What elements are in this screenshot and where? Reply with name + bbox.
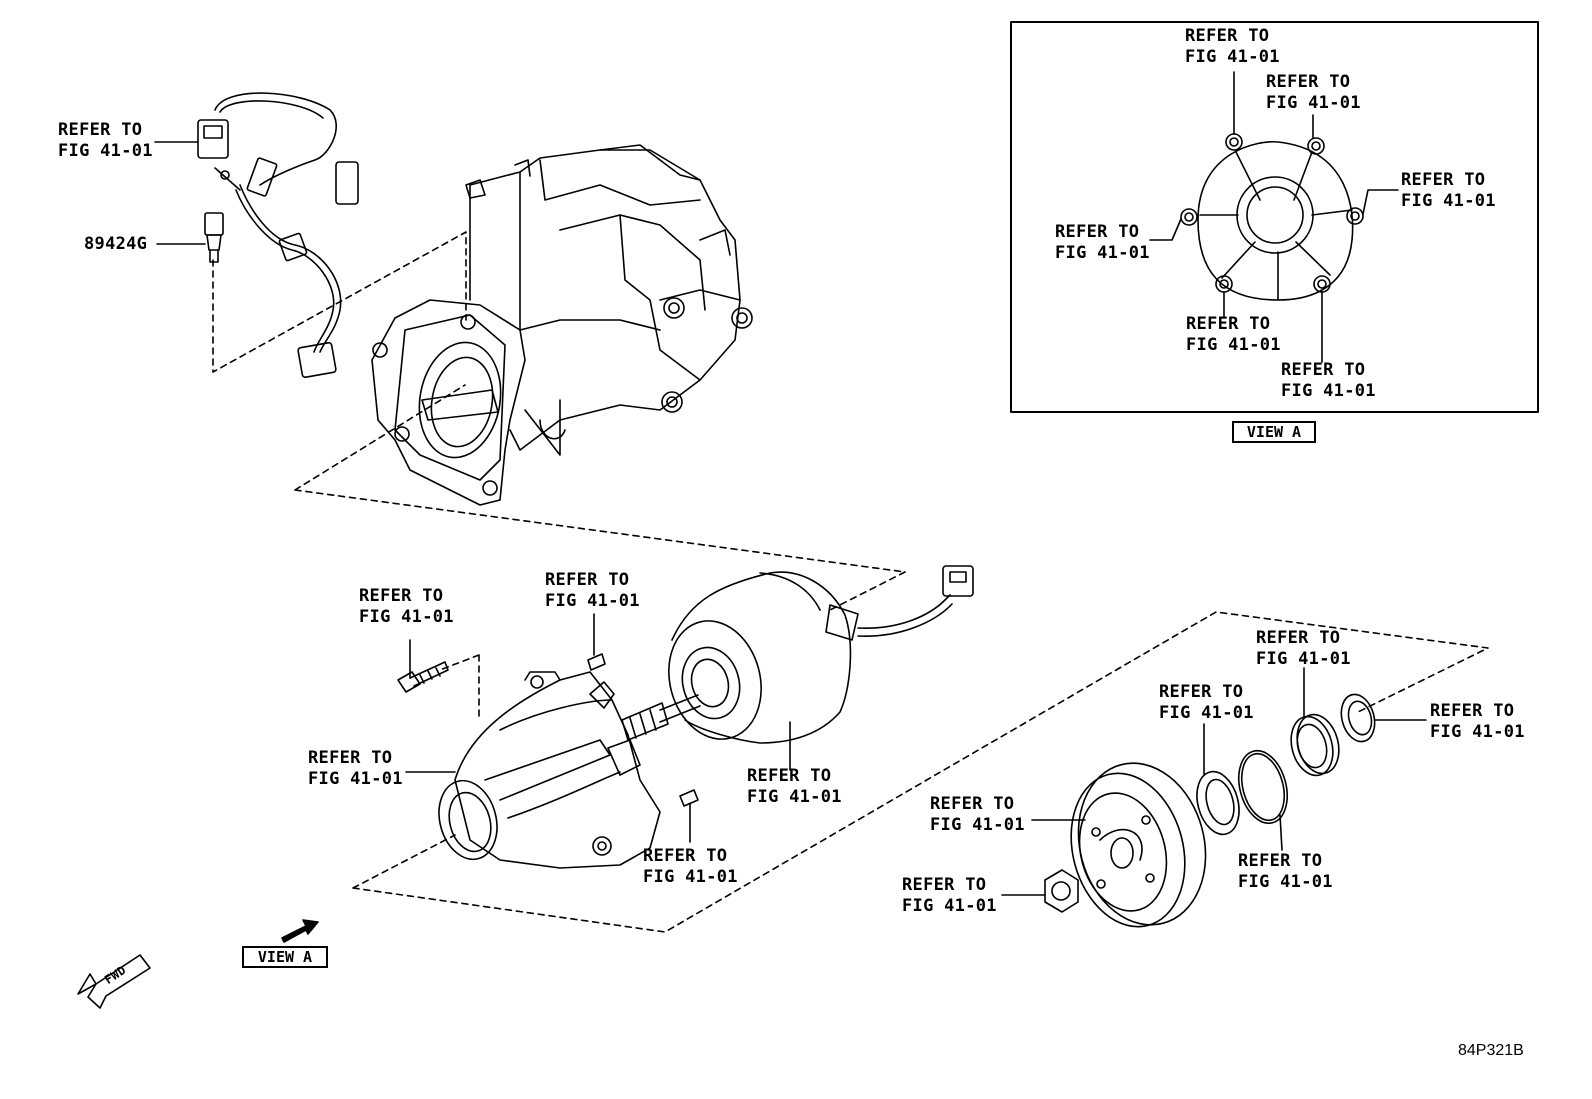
- oil-seal-outer: [1340, 693, 1376, 743]
- view-a-frame: [1010, 21, 1539, 413]
- drawing-code: 84P321B: [1458, 1042, 1524, 1059]
- output-drum: [1070, 762, 1207, 928]
- lock-nut: [1044, 869, 1079, 913]
- view-a-caption: VIEW A: [1232, 421, 1316, 443]
- part-number-89424G: 89424G: [84, 234, 148, 254]
- motor-unit: [621, 565, 974, 744]
- temperature-sensor: [204, 212, 224, 263]
- dashed-guide-actuator: [352, 611, 1489, 933]
- bolt-part: [397, 639, 449, 693]
- view-a-leader-lines: [1149, 71, 1399, 363]
- dowel-upper: [587, 613, 606, 671]
- fwd-arrow-icon: [77, 954, 151, 1009]
- dashed-guide-sensor: [212, 231, 467, 373]
- transfer-case: [371, 144, 753, 506]
- view-a-arrow-icon: [281, 919, 319, 943]
- view-a-marker: VIEW A: [242, 946, 328, 968]
- dowel-lower: [679, 789, 699, 843]
- snap-ring: [1238, 749, 1288, 825]
- wiring-harness: [197, 92, 359, 379]
- motor-housing: [438, 671, 661, 869]
- bearing: [1290, 713, 1340, 777]
- dashed-guide-case: [294, 384, 906, 611]
- oil-seal-inner: [1196, 770, 1240, 836]
- view-a-flange: [1180, 133, 1364, 301]
- leader-snap-ring: [1279, 814, 1283, 851]
